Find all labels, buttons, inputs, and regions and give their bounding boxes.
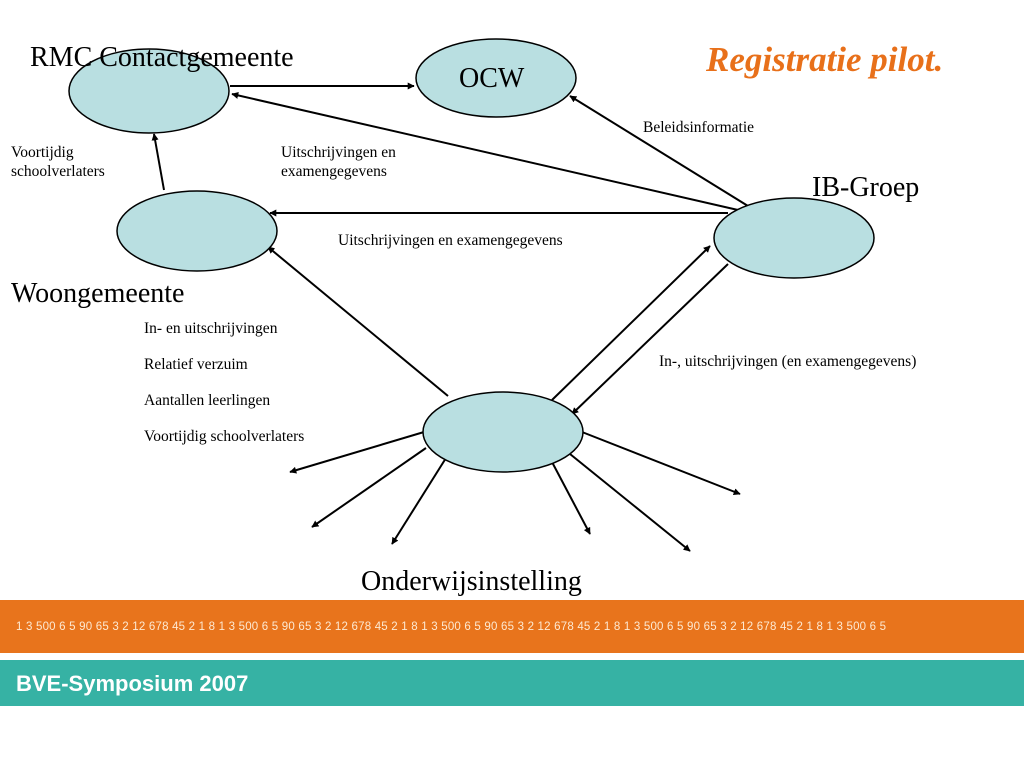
arrow-school-out-5 [569, 453, 691, 552]
data-list-item: Aantallen leerlingen [144, 392, 271, 409]
label-woongemeente: Woongemeente [11, 278, 185, 309]
label-rmc-contactgemeente: RMC Contactgemeente [30, 42, 294, 73]
data-list-item: In- en uitschrijvingen [144, 320, 278, 337]
footer-number-band [0, 600, 1024, 653]
edge-label-ib-to-school: In-, uitschrijvingen (en examengegevens) [659, 353, 917, 370]
node-woongemeente [116, 190, 278, 272]
edge-label-uitschrijvingen-top: Uitschrijvingen en examengegevens [281, 143, 396, 182]
node-onderwijsinstelling [422, 391, 584, 473]
data-list-item: Voortijdig schoolverlaters [144, 428, 305, 445]
data-list-item: Relatief verzuim [144, 356, 248, 373]
edge-label-beleidsinformatie: Beleidsinformatie [643, 119, 755, 136]
label-ib-groep: IB-Groep [812, 172, 920, 203]
arrow-school-out-1 [289, 431, 425, 474]
arrow-ib-to-school [571, 263, 729, 415]
arrow-school-out-2 [311, 447, 427, 528]
slide-title: Registratie pilot. [706, 40, 944, 79]
label-ocw: OCW [459, 63, 525, 94]
flow-diagram [68, 38, 875, 552]
footer-number-strip: 1 3 500 6 5 90 65 3 2 12 678 45 2 1 8 1 … [16, 621, 887, 633]
node-rmc-contactgemeente [68, 48, 230, 134]
edge-label-voortijdig-line2: schoolverlaters [11, 163, 105, 181]
edge-label-uitschrijvingen-mid: Uitschrijvingen en examengegevens [338, 232, 563, 249]
arrow-school-out-4 [551, 461, 591, 535]
arrow-school-to-woongemeente [267, 246, 449, 397]
arrow-school-out-6 [581, 431, 741, 495]
data-list: In- en uitschrijvingen Relatief verzuim … [144, 320, 304, 464]
edge-label-voortijdig-line1: Voortijdig [11, 144, 74, 161]
label-onderwijsinstelling: Onderwijsinstelling [361, 566, 582, 597]
arrow-school-out-3 [391, 457, 447, 545]
node-ocw [415, 38, 577, 118]
arrow-school-to-ib [551, 245, 711, 401]
footer-event-band [0, 660, 1024, 706]
edge-label-uitschrijvingen-top-line2: examengegevens [281, 163, 387, 181]
node-ib-groep [713, 197, 875, 279]
footer-event-title: BVE-Symposium 2007 [16, 671, 249, 696]
edge-label-uitschrijvingen-top-line1: Uitschrijvingen en [281, 144, 396, 161]
arrow-woongemeente-to-rmc [151, 133, 165, 191]
arrow-ib-to-rmc [231, 91, 739, 211]
arrow-ib-to-ocw [569, 95, 749, 207]
edge-label-voortijdig: Voortijdig schoolverlaters [11, 143, 105, 182]
